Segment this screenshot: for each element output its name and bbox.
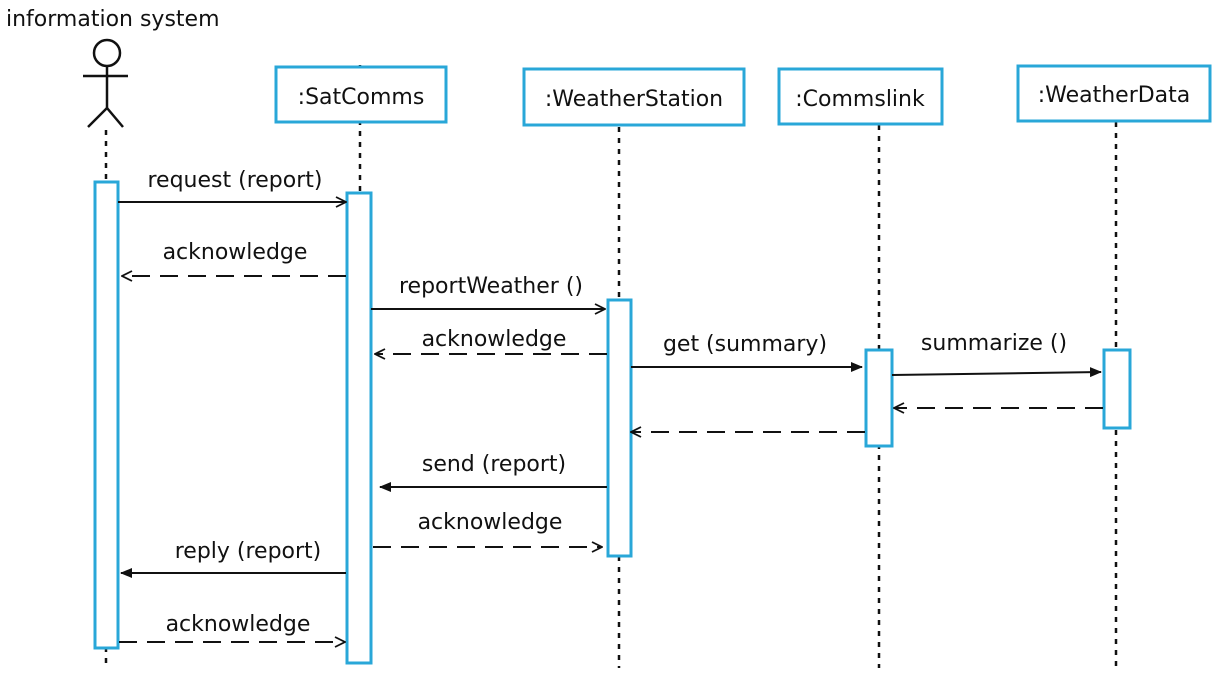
activation-actor xyxy=(93,180,120,650)
activation-commslink xyxy=(864,348,894,448)
activation-weatherstation xyxy=(606,298,633,558)
message-label-send-report: send (report) xyxy=(422,452,566,477)
object-weatherstation: :WeatherStation xyxy=(522,67,746,127)
object-satcomms: :SatComms xyxy=(274,65,448,124)
diagram-title: information system xyxy=(6,7,220,32)
message-arrow-summarize xyxy=(891,367,1102,378)
object-commslink: :Commslink xyxy=(777,67,944,126)
message-label-acknowledge-2: acknowledge xyxy=(422,327,567,352)
object-label-weatherstation: :WeatherStation xyxy=(545,87,723,112)
message-label-acknowledge-3: acknowledge xyxy=(418,510,563,535)
activation-satcomms xyxy=(345,191,373,665)
object-label-weatherdata: :WeatherData xyxy=(1038,83,1191,108)
message-label-reportweather: reportWeather () xyxy=(399,274,583,299)
object-label-satcomms: :SatComms xyxy=(298,85,425,110)
message-label-acknowledge-4: acknowledge xyxy=(166,612,311,637)
message-label-reply-report: reply (report) xyxy=(175,539,322,564)
object-label-commslink: :Commslink xyxy=(795,87,925,112)
message-label-acknowledge-1: acknowledge xyxy=(163,240,308,265)
message-label-get-summary: get (summary) xyxy=(663,332,827,357)
message-label-request: request (report) xyxy=(148,168,323,193)
actor-icon xyxy=(83,38,128,128)
activation-weatherdata xyxy=(1102,348,1132,430)
object-weatherdata: :WeatherData xyxy=(1016,64,1212,123)
message-label-summarize: summarize () xyxy=(921,331,1067,356)
